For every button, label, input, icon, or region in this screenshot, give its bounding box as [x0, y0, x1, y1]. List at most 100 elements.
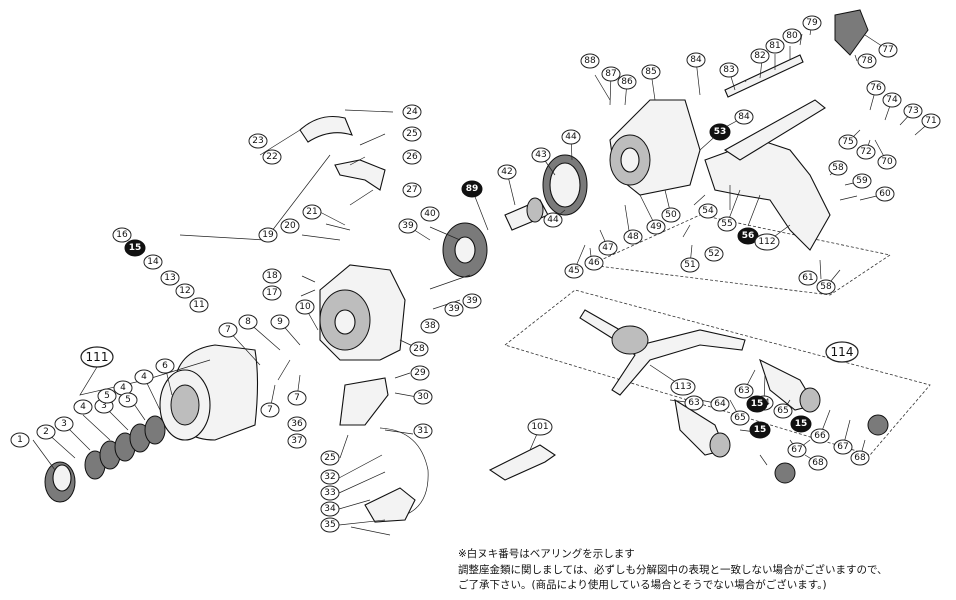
- svg-text:35: 35: [324, 520, 335, 530]
- callout: 86: [617, 74, 637, 90]
- svg-text:11: 11: [193, 300, 204, 310]
- callout: 7: [260, 402, 280, 418]
- svg-text:7: 7: [294, 393, 300, 403]
- svg-text:39: 39: [448, 304, 460, 314]
- callout: 52: [704, 246, 724, 262]
- callout: 84: [734, 109, 754, 125]
- svg-text:4: 4: [120, 383, 126, 393]
- callout: 83: [719, 62, 739, 78]
- svg-text:16: 16: [116, 230, 128, 240]
- svg-text:44: 44: [565, 132, 577, 142]
- svg-text:86: 86: [621, 77, 633, 87]
- callout: 4: [113, 380, 133, 396]
- callout-part: 112: [754, 233, 780, 251]
- svg-text:15: 15: [129, 243, 142, 253]
- callout: 72: [856, 144, 876, 160]
- svg-text:47: 47: [602, 243, 613, 253]
- svg-text:85: 85: [645, 67, 656, 77]
- callout: 3: [54, 416, 74, 432]
- bail-holder-part: [334, 159, 386, 191]
- svg-text:111: 111: [86, 350, 109, 364]
- callout: 1: [10, 432, 30, 448]
- svg-text:79: 79: [806, 18, 818, 28]
- body-assembly-box: [588, 214, 892, 296]
- callout: 18: [262, 268, 282, 284]
- svg-text:55: 55: [721, 219, 732, 229]
- callout: 63: [684, 395, 704, 411]
- svg-text:114: 114: [831, 345, 854, 359]
- callout: 58: [828, 160, 848, 176]
- callout: 61: [798, 270, 818, 286]
- svg-text:19: 19: [262, 230, 274, 240]
- callout-bearing: 15: [749, 421, 771, 439]
- svg-text:9: 9: [277, 317, 283, 327]
- svg-text:63: 63: [688, 398, 699, 408]
- svg-text:17: 17: [266, 288, 277, 298]
- svg-text:25: 25: [406, 129, 417, 139]
- svg-text:42: 42: [501, 167, 512, 177]
- handle-arm-part: [579, 309, 746, 396]
- callout: 7: [287, 390, 307, 406]
- callout: 39: [398, 218, 418, 234]
- callout: 59: [852, 173, 872, 189]
- callout: 71: [921, 113, 941, 129]
- callout: 23: [248, 133, 268, 149]
- callout: 9: [270, 314, 290, 330]
- callout: 76: [866, 80, 886, 96]
- callout: 7: [218, 322, 238, 338]
- callout-part: 101: [527, 418, 553, 436]
- svg-text:22: 22: [266, 152, 277, 162]
- svg-text:73: 73: [907, 106, 918, 116]
- callout: 25: [320, 450, 340, 466]
- legend-note: ※白ヌキ番号はベアリングを示します: [458, 548, 635, 560]
- svg-text:5: 5: [104, 391, 110, 401]
- callout: 80: [782, 28, 802, 44]
- callout: 75: [838, 134, 858, 150]
- svg-text:53: 53: [714, 127, 727, 137]
- callout: 47: [598, 240, 618, 256]
- callout-bearing: 15: [124, 239, 146, 257]
- svg-text:7: 7: [267, 405, 273, 415]
- callout: 10: [295, 299, 315, 315]
- callout: 68: [808, 455, 828, 471]
- svg-text:58: 58: [832, 163, 844, 173]
- rotor-nut-part: [442, 222, 488, 278]
- callout-assembly: 114: [825, 341, 859, 363]
- callout: 17: [262, 285, 282, 301]
- disclaimer-note: 調整座金類に関しましては、必ずしも分解図中の表現と一致しない場合がございますので…: [458, 564, 888, 576]
- callout: 49: [646, 219, 666, 235]
- svg-text:30: 30: [417, 392, 429, 402]
- callout: 85: [641, 64, 661, 80]
- svg-text:3: 3: [61, 419, 67, 429]
- svg-text:18: 18: [266, 271, 278, 281]
- reel-body-part: [609, 99, 701, 196]
- callout: 32: [320, 469, 340, 485]
- svg-text:15: 15: [754, 425, 767, 435]
- pinion-gear-part: [504, 197, 549, 231]
- callout: 68: [850, 450, 870, 466]
- callout: 25: [402, 126, 422, 142]
- svg-text:29: 29: [414, 368, 426, 378]
- svg-text:36: 36: [291, 419, 303, 429]
- svg-text:3: 3: [101, 401, 107, 411]
- svg-text:101: 101: [531, 422, 548, 432]
- svg-text:20: 20: [284, 221, 296, 231]
- callout: 38: [420, 318, 440, 334]
- svg-text:15: 15: [795, 419, 808, 429]
- svg-text:77: 77: [882, 45, 893, 55]
- callout: 82: [750, 48, 770, 64]
- svg-text:28: 28: [413, 344, 425, 354]
- svg-text:46: 46: [588, 258, 600, 268]
- svg-text:80: 80: [786, 31, 798, 41]
- callout-assembly: 111: [80, 346, 114, 368]
- handle-knob-part: [674, 358, 889, 484]
- svg-text:84: 84: [738, 112, 750, 122]
- svg-text:81: 81: [769, 41, 780, 51]
- callout: 81: [765, 38, 785, 54]
- bail-arm-lower-part: [364, 487, 416, 523]
- svg-text:71: 71: [925, 116, 936, 126]
- callout: 36: [287, 416, 307, 432]
- svg-text:44: 44: [547, 215, 559, 225]
- svg-text:12: 12: [179, 286, 190, 296]
- callout: 67: [787, 442, 807, 458]
